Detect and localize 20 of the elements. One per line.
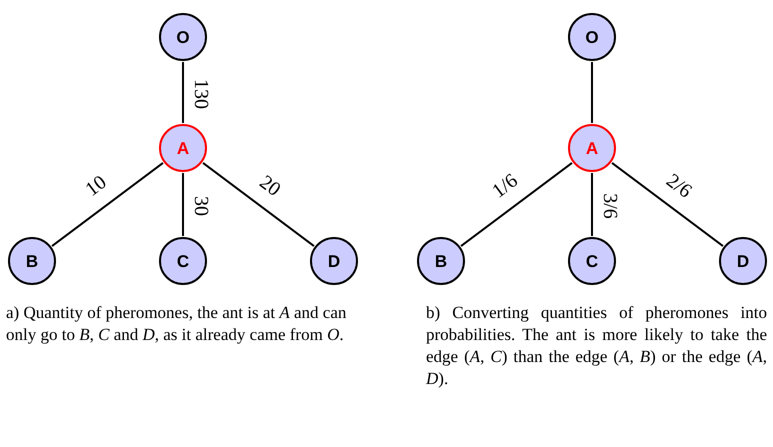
caption: a) Quantity of pheromones, the ant is at A and can only go to B, C and D, as it already came from O. [6,302,348,346]
node-label: B [434,252,448,270]
node-label: D [328,252,340,270]
node-label: D [736,252,750,270]
edge-line [51,162,164,247]
edge-line [182,173,184,236]
node-label: C [176,252,190,270]
node-label: A [176,140,190,156]
edge-line [611,162,724,247]
node-label: O [585,28,599,46]
edge-line [591,62,593,123]
edge-line [202,162,315,247]
node-label: A [586,140,598,156]
edge-line [591,173,593,236]
node-label: C [586,252,598,270]
node-label: B [26,252,38,270]
node-label: O [176,28,190,46]
edge-line [460,162,573,247]
edge-line [182,62,184,123]
caption: b) Converting quantities of pheromones into probabilities. The ant is more likely to take the edge (A, C) than the edge (A, B) or the edge (A, D). [426,302,767,390]
